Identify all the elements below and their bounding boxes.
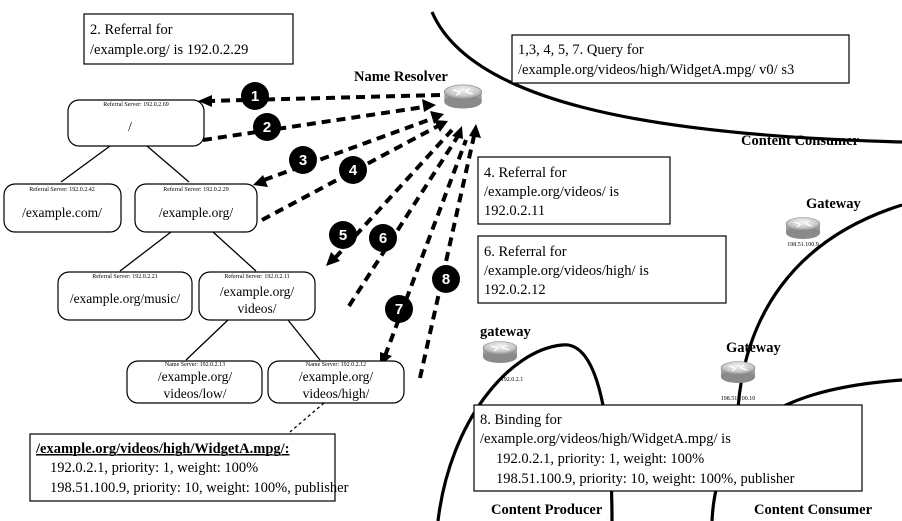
tree-node-videos: Referral Server: 192.0.2.11 /example.org…: [198, 271, 316, 321]
svg-text:Gateway: Gateway: [726, 340, 782, 356]
content-consumer-bottom-label: Content Consumer: [754, 502, 873, 518]
svg-text:3: 3: [299, 152, 307, 169]
step-badge-7: 7: [385, 295, 413, 323]
svg-text:/example.org/: /example.org/: [159, 205, 234, 220]
svg-text:2. Referral for: 2. Referral for: [90, 22, 173, 38]
svg-text:/example.org/videos/high/ is: /example.org/videos/high/ is: [484, 263, 649, 279]
svg-text:192.0.2.1: 192.0.2.1: [501, 377, 524, 383]
step-badge-5: 5: [329, 221, 357, 249]
step-badge-8: 8: [432, 265, 460, 293]
svg-text:192.0.2.1, priority: 1,: 192.0.2.1, priority: 1, weight: 100%: [496, 451, 704, 467]
step-badge-3: 3: [289, 146, 317, 174]
gateway-producer: gateway 192.0.2.1: [480, 324, 531, 383]
step-badge-6: 6: [369, 224, 397, 252]
content-producer-label: Content Producer: [491, 502, 603, 518]
tree-node-example-com: Referral Server: 192.0.2.42 /example.com…: [3, 183, 122, 233]
svg-text:Referral Server: 192.0.2.69: Referral Server: 192.0.2.69: [103, 101, 168, 108]
consumer-network-arc-top: [430, 11, 902, 144]
callout-referral-org: 2. Referral for /example.org/ is 192.0.2…: [83, 13, 294, 65]
svg-text:Referral Server: 192.0.2.42: Referral Server: 192.0.2.42: [29, 186, 94, 193]
svg-text:videos/high/: videos/high/: [303, 386, 370, 401]
name-resolver-label: Name Resolver: [354, 69, 448, 85]
tree-node-example-org: Referral Server: 192.0.2.29 /example.org…: [134, 183, 258, 233]
svg-text:4: 4: [349, 162, 358, 179]
svg-text:1,3, 4, 5, 7. Query for: 1,3, 4, 5, 7. Query for: [518, 42, 644, 58]
svg-text:/example.com/: /example.com/: [22, 205, 102, 220]
svg-text:192.0.2.1, priority: 1,: 192.0.2.1, priority: 1, weight: 100%: [50, 460, 258, 476]
callout-referral-videos: 4. Referral for /example.org/videos/ is …: [477, 156, 671, 225]
svg-text:/example.org/: /example.org/: [220, 284, 295, 299]
svg-text:/: /: [128, 119, 132, 134]
svg-text:Gateway: Gateway: [806, 196, 862, 212]
svg-text:/example.org/: /example.org/: [158, 369, 233, 384]
svg-text:gateway: gateway: [480, 324, 531, 340]
svg-text:192.0.2.12: 192.0.2.12: [484, 282, 546, 298]
svg-text:videos/: videos/: [238, 301, 277, 316]
name-resolver-router: [443, 84, 483, 110]
svg-text:6: 6: [379, 230, 387, 247]
gateway-middle: Gateway 198.51.100.10: [720, 340, 782, 402]
record-widgeta: /example.org/videos/high/WidgetA.mpg/: 1…: [29, 433, 349, 502]
svg-text:Name Server: 192.0.2.12: Name Server: 192.0.2.12: [306, 362, 366, 368]
svg-text:1: 1: [251, 88, 259, 105]
tree-node-root: Referral Server: 192.0.2.69 /: [67, 99, 205, 147]
svg-text:192.0.2.11: 192.0.2.11: [484, 203, 545, 219]
svg-text:198.51.100.9, priority: 10, we: 198.51.100.9, priority: 10, weight: 100%…: [496, 471, 795, 487]
svg-text:6. Referral for: 6. Referral for: [484, 244, 567, 260]
svg-text:198.51.100.9, priority: 10, we: 198.51.100.9, priority: 10, weight: 100%…: [50, 480, 349, 496]
consumer-network-arc-right: [736, 203, 902, 409]
callout-query: 1,3, 4, 5, 7. Query for /example.org/vid…: [511, 34, 850, 84]
step-badge-4: 4: [339, 156, 367, 184]
step-badge-2: 2: [253, 113, 281, 141]
svg-text:/example.org/videos/high/Widge: /example.org/videos/high/WidgetA.mpg/:: [35, 441, 290, 457]
svg-text:198.51.100.9: 198.51.100.9: [787, 242, 819, 248]
svg-text:/example.org/videos/ is: /example.org/videos/ is: [484, 184, 619, 200]
svg-text:8: 8: [442, 271, 450, 288]
gateway-right: Gateway 198.51.100.9: [785, 196, 862, 248]
tree-node-videos-high: Name Server: 192.0.2.12 /example.org/ vi…: [267, 360, 405, 404]
callout-binding: 8. Binding for /example.org/videos/high/…: [473, 404, 863, 492]
svg-text:/example.org/: /example.org/: [299, 369, 374, 384]
content-consumer-top-label: Content Consumer: [741, 133, 860, 149]
tree-node-music: Referral Server: 192.0.2.21 /example.org…: [57, 271, 193, 321]
svg-text:5: 5: [339, 227, 347, 244]
svg-text:Referral Server: 192.0.2.11: Referral Server: 192.0.2.11: [224, 273, 289, 280]
svg-text:4. Referral for: 4. Referral for: [484, 165, 567, 181]
svg-text:videos/low/: videos/low/: [164, 386, 227, 401]
svg-text:Referral Server: 192.0.2.29: Referral Server: 192.0.2.29: [163, 186, 228, 193]
svg-text:Name Server: 192.0.2.13: Name Server: 192.0.2.13: [165, 362, 225, 368]
svg-text:Referral Server: 192.0.2.21: Referral Server: 192.0.2.21: [92, 273, 157, 280]
referral-tree-edges: [60, 145, 325, 433]
callout-referral-high: 6. Referral for /example.org/videos/high…: [477, 235, 727, 304]
svg-text:/example.org/videos/high/Widge: /example.org/videos/high/WidgetA.mpg/ v0…: [518, 62, 794, 78]
svg-text:/example.org/ is 192.0.2.29: /example.org/ is 192.0.2.29: [90, 42, 248, 58]
svg-text:/example.org/music/: /example.org/music/: [70, 291, 181, 306]
svg-text:198.51.100.10: 198.51.100.10: [721, 396, 756, 402]
step-badge-1: 1: [241, 82, 269, 110]
svg-text:/example.org/videos/high/Widge: /example.org/videos/high/WidgetA.mpg/ is: [480, 431, 731, 447]
svg-text:7: 7: [395, 301, 403, 318]
svg-text:2: 2: [263, 119, 271, 136]
svg-text:8. Binding for: 8. Binding for: [480, 412, 562, 428]
tree-node-videos-low: Name Server: 192.0.2.13 /example.org/ vi…: [126, 360, 263, 404]
